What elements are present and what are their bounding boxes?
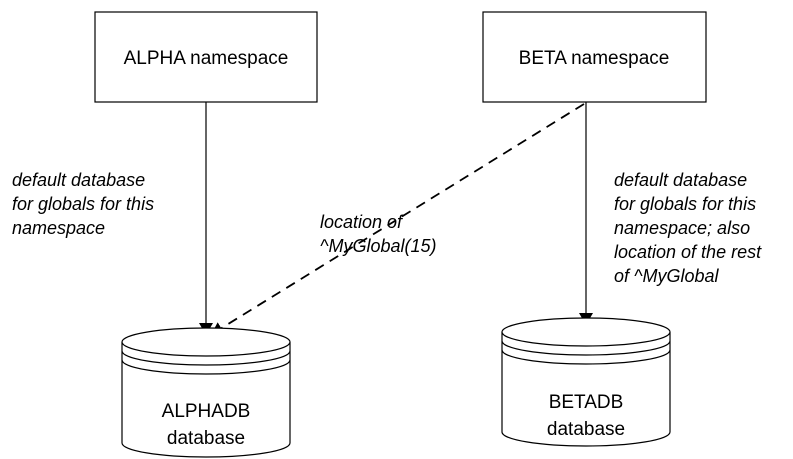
beta-namespace-node[interactable]: BETA namespace [482,11,707,103]
alpha-note-line-3: namespace [12,218,105,238]
betadb-ring-1 [501,340,671,356]
alphadb-cylinder-body [121,342,291,458]
beta-note-line-2: for globals for this [614,194,756,214]
alphadb-ring-1 [121,350,291,366]
dashed-note-line-1: location of [320,212,404,232]
beta-namespace-label: BETA namespace [519,48,670,69]
beta-note-line-5: of ^MyGlobal [614,266,719,286]
alpha-namespace-node[interactable]: ALPHA namespace [94,11,318,103]
beta-note-line-3: namespace; also [614,218,750,238]
beta-note-line-1: default database [614,170,747,190]
beta-note-line-4: location of the rest [614,242,762,262]
alpha-note-line-2: for globals for this [12,194,154,214]
alphadb-label-line-2: database [167,428,245,449]
alphadb-cylinder-top [121,327,291,357]
betadb-cylinder-top [501,317,671,347]
alpha-note-line-1: default database [12,170,145,190]
betadb-label-line-2: database [547,419,625,440]
betadb-label-line-1: BETADB [549,392,624,413]
betadb-cylinder-body [501,332,671,447]
betadb-ring-2 [501,349,671,365]
beta-to-alphadb-dashed-edge [211,103,585,335]
dashed-note-line-2: ^MyGlobal(15) [320,236,436,256]
alphadb-ring-2 [121,359,291,375]
alphadb-database-node[interactable]: ALPHADB database [121,327,291,458]
beta-default-note: default database for globals for this na… [614,170,762,286]
betadb-database-node[interactable]: BETADB database [501,317,671,447]
alpha-default-note: default database for globals for this na… [12,170,154,238]
mygloball-location-note: location of ^MyGlobal(15) [320,212,436,256]
alpha-namespace-label: ALPHA namespace [124,48,289,69]
alphadb-label-line-1: ALPHADB [162,401,251,422]
